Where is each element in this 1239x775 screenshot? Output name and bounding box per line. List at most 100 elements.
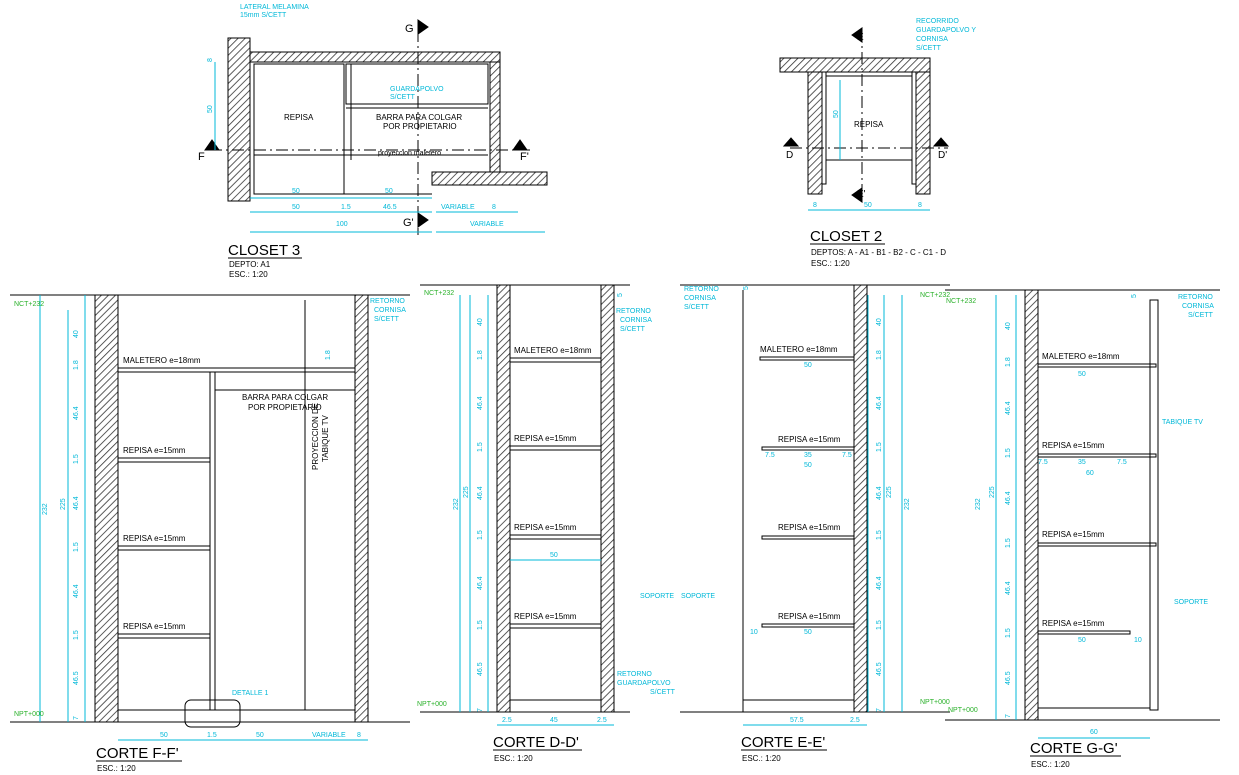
label-corte-ff-dims-b8: 8 <box>357 732 361 739</box>
label-closet2-dims-d8b: 8 <box>918 202 922 209</box>
label-corte-ee-repisa3: REPISA e=15mm <box>778 612 841 621</box>
label-corte-dd-dims-d15a: 1.5 <box>477 442 484 452</box>
section-g2: G' <box>403 217 414 229</box>
label-corte-dd-retorno3: S/CETT <box>620 326 646 333</box>
label-corte-ff-repisa2: REPISA e=15mm <box>123 534 186 543</box>
label-corte-ee-dims-d232: 232 <box>904 498 911 510</box>
label-corte-gg-dims-d464a: 46.4 <box>1005 401 1012 415</box>
label-corte-ff-dims-d7: 7 <box>73 716 80 720</box>
label-closet2-recorrido2: GUARDAPOLVO Y <box>916 27 976 34</box>
closet2-esc: ESC.: 1:20 <box>811 259 850 268</box>
label-corte-ff-dims-d464a: 46.4 <box>73 406 80 420</box>
label-corte-ff-dims-d232: 232 <box>42 503 49 515</box>
label-corte-ee-m75b: 7.5 <box>842 452 852 459</box>
label-closet3-dims-d8v: 8 <box>207 58 214 62</box>
corte-ee-drawing <box>680 284 950 726</box>
label-corte-ee-esc: ESC.: 1:20 <box>742 754 781 763</box>
label-corte-ff-repisa3: REPISA e=15mm <box>123 622 186 631</box>
label-closet2-sec-e2: E' <box>857 189 866 200</box>
label-corte-ee-d5: 5 <box>743 286 750 290</box>
section-f2: F' <box>520 151 529 163</box>
corte-ee-labels: RETORNO CORNISA S/CETT 5 NCT+232 NPT+000… <box>681 286 950 763</box>
corte-gg-drawing <box>945 289 1220 739</box>
label-corte-ff-barra2: POR PROPIETARIO <box>248 403 322 412</box>
label-corte-ff-maletero: MALETERO e=18mm <box>123 356 201 365</box>
label-corte-ee-repisa1: REPISA e=15mm <box>778 435 841 444</box>
label-closet3-dims-d50c: 50 <box>292 204 300 211</box>
label-corte-ff-proy1: PROYECCION DE <box>311 403 320 470</box>
label-corte-gg-repisa2: REPISA e=15mm <box>1042 530 1105 539</box>
label-corte-ff-dims-d464c: 46.4 <box>73 584 80 598</box>
label-corte-gg-dims-d232: 232 <box>975 498 982 510</box>
barra-label: BARRA PARA COLGAR <box>376 113 462 122</box>
label-corte-ff-dims-d465: 46.5 <box>73 671 80 685</box>
label-corte-ee-m50c: 50 <box>804 629 812 636</box>
label-corte-ff-repisa1: REPISA e=15mm <box>123 446 186 455</box>
label-corte-gg-d5: 5 <box>1131 294 1138 298</box>
label-corte-dd-dims-d225: 225 <box>463 486 470 498</box>
label-corte-ee-repisa2: REPISA e=15mm <box>778 523 841 532</box>
label-closet2-dims-d50: 50 <box>864 202 872 209</box>
label-corte-dd-dims-d15b: 1.5 <box>477 530 484 540</box>
label-corte-gg-maletero: MALETERO e=18mm <box>1042 352 1120 361</box>
corte-dd-drawing <box>420 284 630 726</box>
label-corte-gg-nct: NCT+232 <box>946 298 976 305</box>
label-corte-gg-m75a: 7.5 <box>1038 459 1048 466</box>
closet2-repisa: REPISA <box>854 120 884 129</box>
label-corte-ff-retorno1: RETORNO <box>370 298 405 305</box>
label-corte-dd-dims-d464a: 46.4 <box>477 396 484 410</box>
label-corte-gg-repisa3: REPISA e=15mm <box>1042 619 1105 628</box>
label-corte-ee-m35: 35 <box>804 452 812 459</box>
label-corte-dd-dims-d7: 7 <box>477 708 484 712</box>
label-closet3-dims-dvar: VARIABLE <box>441 204 475 211</box>
label-corte-gg-esc: ESC.: 1:20 <box>1031 760 1070 769</box>
closet3-labels: LATERAL MELAMINA 15mm S/CETT GUARDAPOLVO… <box>198 4 529 279</box>
corte-gg-title: CORTE G-G' <box>1030 740 1118 757</box>
label-corte-gg-dims-d225: 225 <box>989 486 996 498</box>
label-corte-ee-m50a: 50 <box>804 362 812 369</box>
closet3-depto: DEPTO: A1 <box>229 260 271 269</box>
label-corte-dd-rg3: S/CETT <box>650 689 676 696</box>
label-corte-ff-dims-d464b: 46.4 <box>73 496 80 510</box>
label-corte-gg-soporte: SOPORTE <box>1174 599 1208 606</box>
label-corte-ff-dims-d15b: 1.5 <box>73 542 80 552</box>
label-corte-gg-retorno1: RETORNO <box>1178 294 1213 301</box>
label-corte-ee-npt: NPT+000 <box>920 699 950 706</box>
label-closet2-recorrido4: S/CETT <box>916 45 942 52</box>
label-corte-ff-dims-b50: 50 <box>160 732 168 739</box>
label-corte-ff-dims-d40: 40 <box>73 330 80 338</box>
closet2-plan <box>779 27 950 211</box>
label-closet2-dims-d50v: 50 <box>833 110 840 118</box>
label-corte-gg-retorno3: S/CETT <box>1188 312 1214 319</box>
label-closet2-recorrido3: CORNISA <box>916 36 948 43</box>
guardapolvo-label-2: S/CETT <box>390 94 416 101</box>
label-corte-ee-dims-d40: 40 <box>876 318 883 326</box>
label-corte-ff-dims-b50b: 50 <box>256 732 264 739</box>
label-closet3-dims-d50b: 50 <box>385 188 393 195</box>
label-closet3-dims-dvar2: VARIABLE <box>470 221 504 228</box>
label-corte-ee-dims-d15c: 1.5 <box>876 620 883 630</box>
label-closet2-sec-e: E <box>857 32 864 43</box>
label-corte-ff-barra1: BARRA PARA COLGAR <box>242 393 328 402</box>
label-corte-ff-dims-d18: 1.8 <box>73 360 80 370</box>
label-closet3-dims-d50v: 50 <box>207 105 214 113</box>
corte-dd-labels: NCT+232 NPT+000 RETORNO CORNISA S/CETT 5… <box>417 290 676 763</box>
label-closet2-dims-d8a: 8 <box>813 202 817 209</box>
label-corte-gg-dims-d18: 1.8 <box>1005 357 1012 367</box>
label-corte-ee-dims-d464c: 46.4 <box>876 576 883 590</box>
label-closet2-recorrido1: RECORRIDO <box>916 18 959 25</box>
label-closet3-dims-d100: 100 <box>336 221 348 228</box>
label-corte-gg-m35: 35 <box>1078 459 1086 466</box>
label-corte-gg-m60: 60 <box>1086 470 1094 477</box>
label-corte-ff-dims-d15c: 1.5 <box>73 630 80 640</box>
label-corte-dd-repisa1: REPISA e=15mm <box>514 434 577 443</box>
label-corte-ee-dims-d7: 7 <box>876 708 883 712</box>
closet2-labels: RECORRIDO GUARDAPOLVO Y CORNISA S/CETT R… <box>786 18 976 268</box>
label-corte-ee-dims-d225: 225 <box>886 486 893 498</box>
label-corte-dd-dims-b25b: 2.5 <box>597 717 607 724</box>
label-corte-gg-m50b: 50 <box>1078 637 1086 644</box>
label-corte-gg-dims-d7: 7 <box>1005 714 1012 718</box>
label-corte-gg-dims-b60: 60 <box>1090 729 1098 736</box>
label-corte-gg-dims-d15b: 1.5 <box>1005 538 1012 548</box>
